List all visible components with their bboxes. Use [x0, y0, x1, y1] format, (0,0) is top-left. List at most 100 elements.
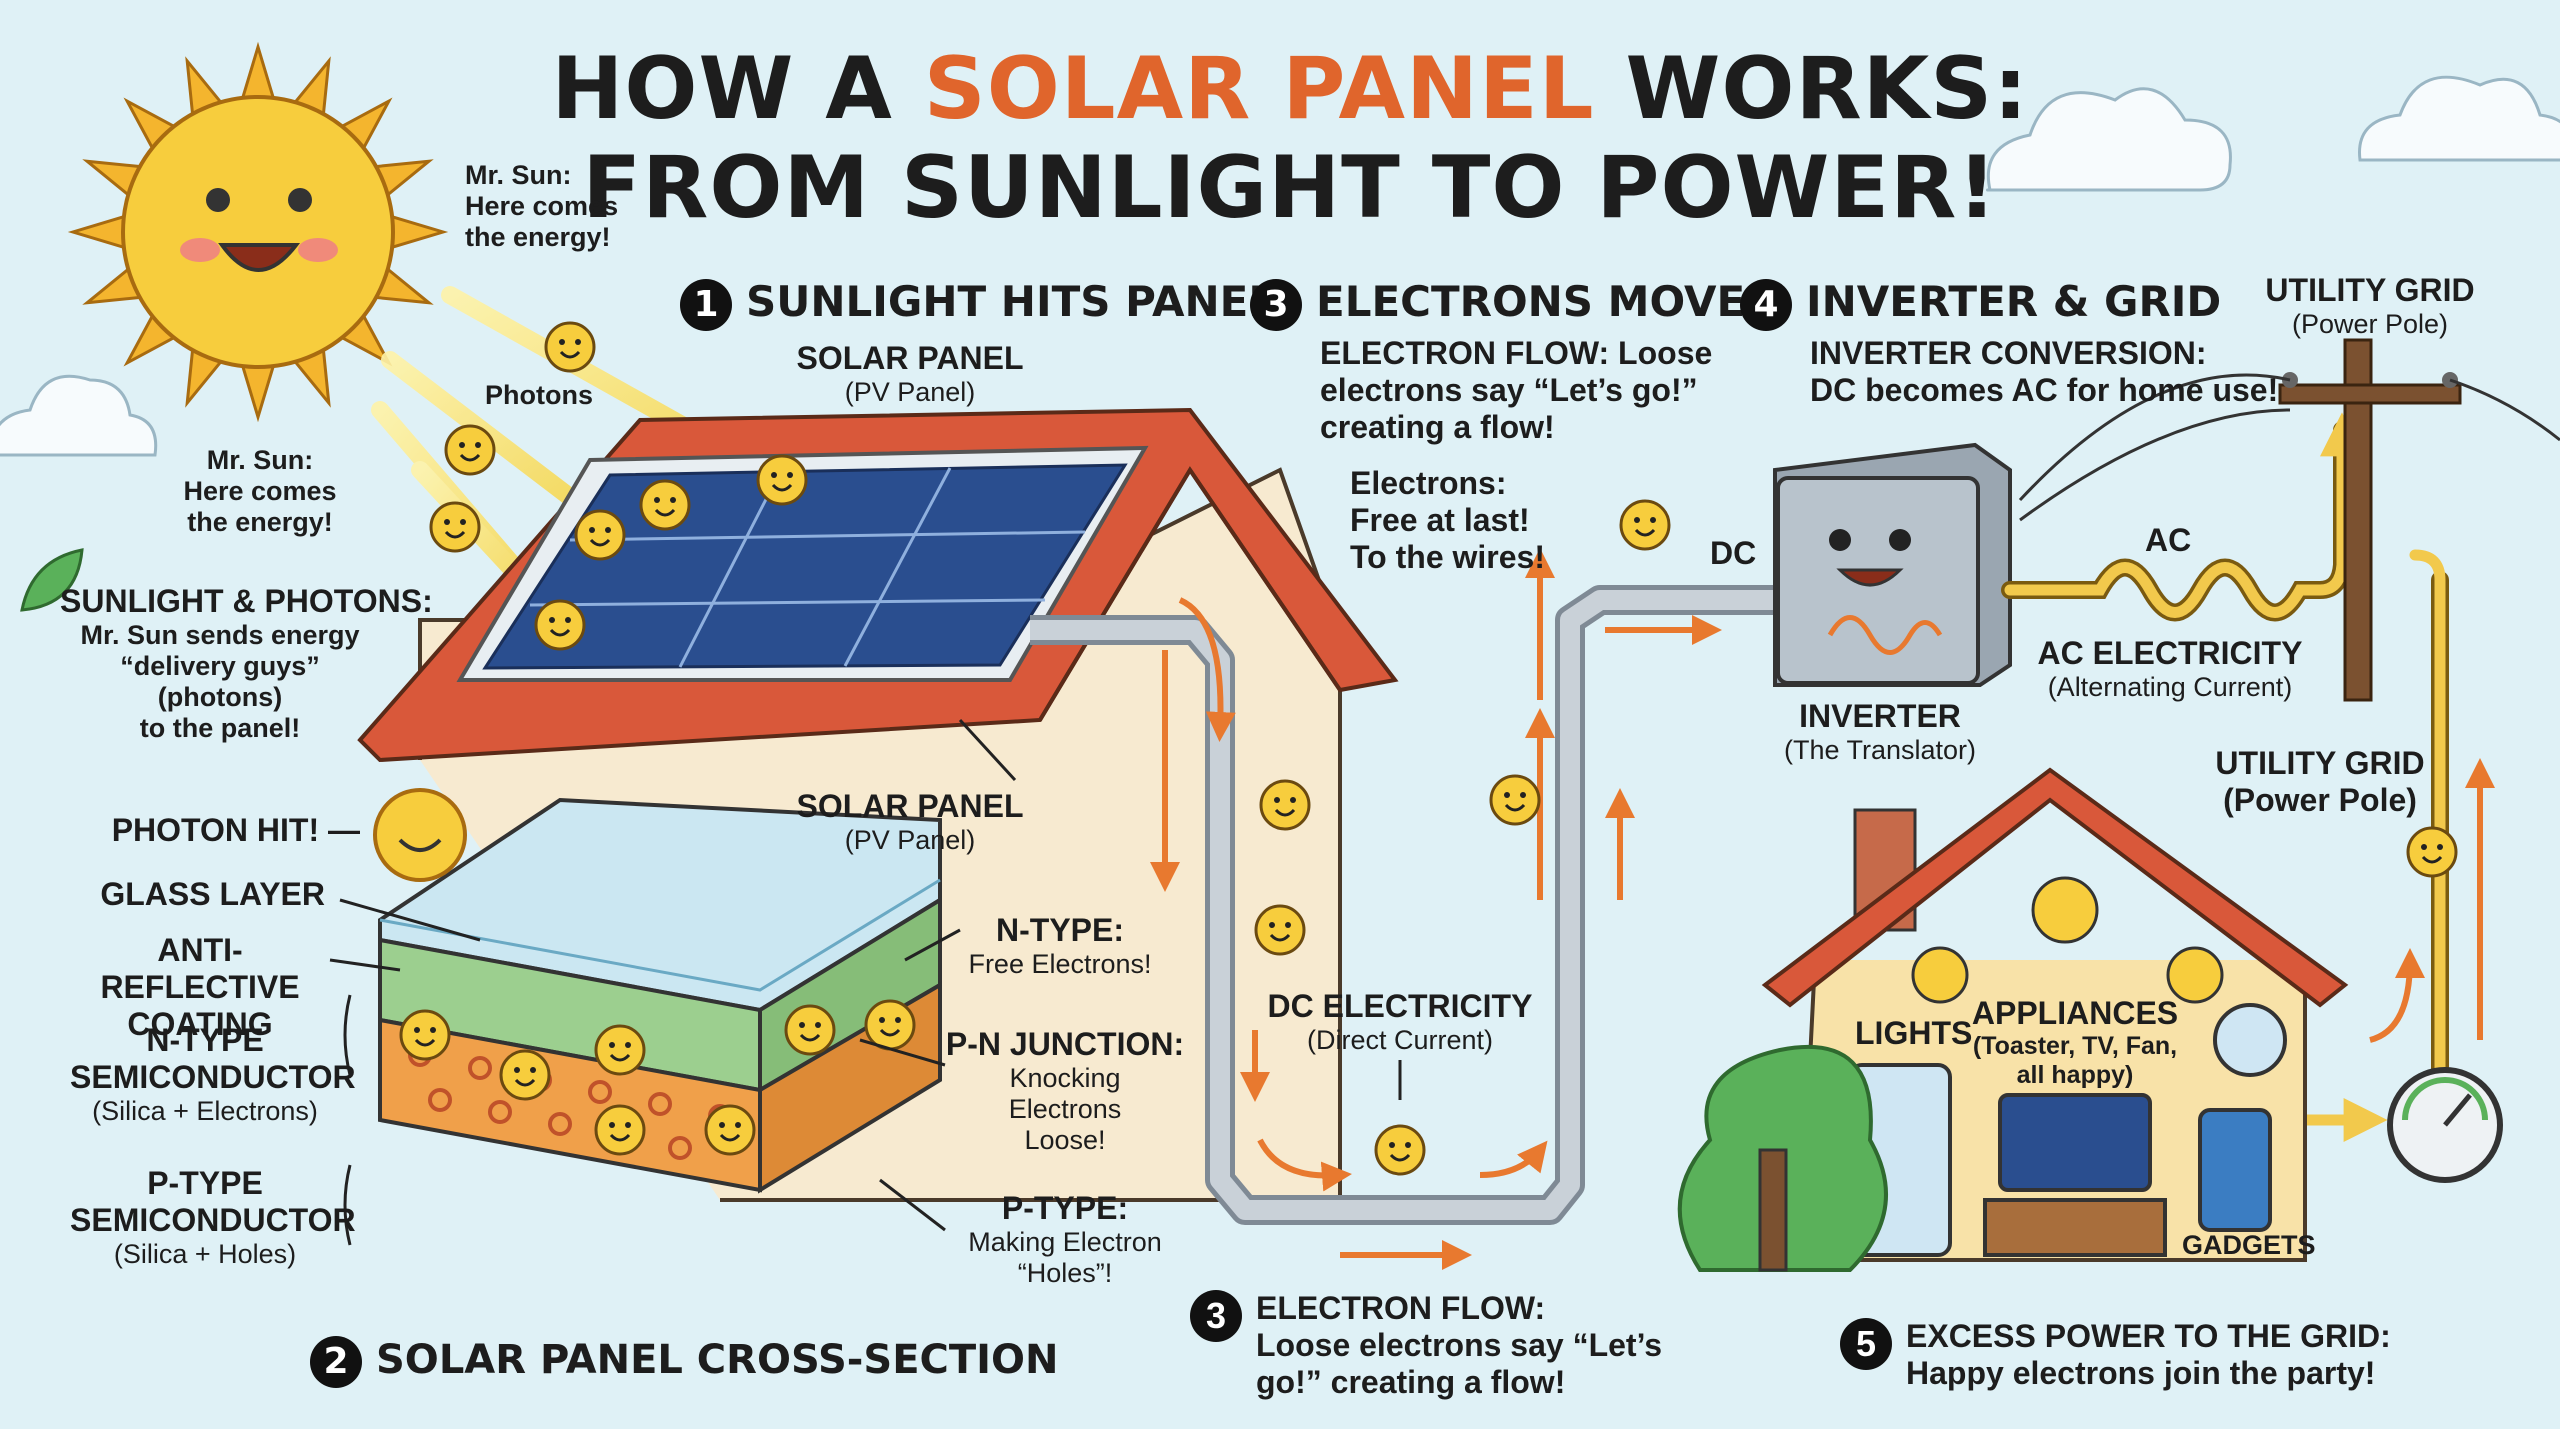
sun-speech: Mr. Sun: Here comes the energy! — [465, 160, 619, 253]
home-illustration — [1677, 767, 2349, 1272]
inverter-label: INVERTER (The Translator) — [1740, 698, 2020, 766]
n-type-semi-title: N-TYPE SEMICONDUCTOR — [70, 1022, 356, 1095]
electron-character-icon — [1259, 779, 1311, 831]
utility-pole — [2018, 338, 2560, 702]
solar-panel-label-2: SOLAR PANEL (PV Panel) — [760, 788, 1060, 856]
photons-label: Photons — [485, 380, 593, 410]
utility-grid-top-label: UTILITY GRID (Power Pole) — [2230, 272, 2510, 340]
step5: 5 EXCESS POWER TO THE GRID: Happy electr… — [1840, 1318, 2391, 1392]
appliances-label: APPLIANCES (Toaster, TV, Fan, all happy) — [1960, 995, 2190, 1089]
electron-character-icon — [1374, 1124, 1426, 1176]
utility-top-sub: (Power Pole) — [2291, 308, 2449, 339]
p-type-label: P-TYPE: Making Electron “Holes”! — [940, 1190, 1190, 1289]
electron-character-icon — [2406, 826, 2458, 878]
electron-character-icon — [429, 501, 481, 553]
step3-bottom: 3 ELECTRON FLOW: Loose electrons say “Le… — [1190, 1290, 1662, 1400]
ac-electricity-title: AC ELECTRICITY — [2037, 635, 2303, 671]
panel-label2-sub: (PV Panel) — [844, 824, 976, 855]
gadgets-label: GADGETS — [2182, 1230, 2316, 1260]
solar-panel-label: SOLAR PANEL (PV Panel) — [760, 340, 1060, 408]
page-title: HOW A SOLAR PANEL WORKS: FROM SUNLIGHT T… — [460, 40, 2120, 238]
utility-top-title: UTILITY GRID — [2265, 272, 2475, 308]
step3-number: 3 — [1250, 278, 1302, 331]
step3-heading: 3 ELECTRONS MOVE — [1250, 277, 1746, 331]
step2-number: 2 — [310, 1336, 362, 1388]
p-type-sub: Making Electron “Holes”! — [968, 1226, 1162, 1288]
sun-speech-2: Mr. Sun: Here comes the energy! — [183, 445, 337, 538]
sunlight-photons-title: SUNLIGHT & PHOTONS: — [60, 583, 433, 619]
meter-icon — [2387, 1067, 2503, 1183]
pn-junction-sub: Knocking Electrons Loose! — [1008, 1062, 1122, 1155]
step5-number: 5 — [1840, 1318, 1892, 1370]
leader-lines — [329, 718, 1402, 1246]
step1-label: SUNLIGHT HITS PANEL — [746, 277, 1276, 326]
electron-character-icon — [594, 1104, 646, 1156]
cloud-icon — [2358, 75, 2560, 162]
electron-character-icon — [399, 1009, 451, 1061]
dc-electricity-label: DC ELECTRICITY (Direct Current) — [1250, 988, 1550, 1056]
dc-electricity-title: DC ELECTRICITY — [1267, 988, 1533, 1024]
electron-character-icon — [756, 454, 808, 506]
dc-electricity-sub: (Direct Current) — [1306, 1024, 1494, 1055]
step3-bottom-number: 3 — [1190, 1290, 1242, 1342]
step4-label: INVERTER & GRID — [1806, 277, 2222, 326]
electron-character-icon — [1619, 499, 1671, 551]
lights-label: LIGHTS — [1855, 1015, 1973, 1051]
inverter-title: INVERTER — [1799, 698, 1961, 734]
n-type-title: N-TYPE: — [996, 912, 1124, 948]
step3-label: ELECTRONS MOVE — [1316, 277, 1746, 326]
electron-character-icon — [574, 509, 626, 561]
electron-character-icon — [499, 1049, 551, 1101]
step2-heading: 2 SOLAR PANEL CROSS-SECTION — [310, 1336, 1059, 1388]
step3-body: ELECTRON FLOW: Loose electrons say “Let’… — [1320, 335, 1713, 445]
inverter-box — [1773, 442, 2012, 687]
step5-label: EXCESS POWER TO THE GRID: — [1906, 1318, 2391, 1354]
electron-character-icon — [594, 1024, 646, 1076]
electron-flow-arrows — [1150, 548, 2495, 1270]
utility-grid-mid-label: UTILITY GRID (Power Pole) — [2190, 745, 2450, 819]
cloud-icon — [1986, 87, 2232, 192]
p-type-semi-title: P-TYPE SEMICONDUCTOR — [70, 1165, 356, 1238]
dc-label: DC — [1710, 535, 1757, 571]
photon-hit-label: PHOTON HIT! — — [111, 812, 360, 848]
step2-label: SOLAR PANEL CROSS-SECTION — [376, 1337, 1059, 1383]
photon-hit-sun-icon — [373, 788, 467, 882]
electron-character-icon — [864, 999, 916, 1051]
inverter-sub: (The Translator) — [1783, 734, 1977, 765]
title-part2: WORKS: — [1594, 39, 2029, 139]
n-type-sub: Free Electrons! — [968, 948, 1152, 979]
electrons-free-note: Electrons: Free at last! To the wires! — [1350, 465, 1545, 575]
title-highlight: SOLAR PANEL — [923, 39, 1595, 139]
dc-wire-pipe — [1030, 585, 1780, 1225]
electron-character-icon — [704, 1104, 756, 1156]
cloud-icon — [0, 374, 158, 457]
pn-junction-title: P-N JUNCTION: — [945, 1026, 1185, 1062]
electron-character-icon — [544, 321, 596, 373]
anti-reflective-label: ANTI-REFLECTIVE COATING — [100, 932, 300, 1042]
ac-electricity-sub: (Alternating Current) — [2047, 671, 2293, 702]
electron-character-icon — [639, 479, 691, 531]
p-type-semiconductor-label: P-TYPE SEMICONDUCTOR (Silica + Holes) — [70, 1165, 356, 1270]
leaf-icon — [20, 548, 84, 612]
utility-mid-sub: (Power Pole) — [2223, 781, 2417, 818]
ac-label: AC — [2145, 522, 2192, 558]
step5-body: Happy electrons join the party! — [1906, 1354, 2376, 1391]
solar-panel — [456, 445, 1149, 682]
panel-sub: (PV Panel) — [844, 376, 976, 407]
cross-section-block — [378, 797, 942, 1194]
electron-character-icon — [444, 424, 496, 476]
electron-character-icon — [784, 1004, 836, 1056]
step4-number: 4 — [1740, 278, 1792, 331]
p-type-semi-sub: (Silica + Holes) — [113, 1238, 297, 1269]
appliances-title: APPLIANCES — [1971, 995, 2179, 1031]
step4-heading: 4 INVERTER & GRID — [1740, 277, 2222, 331]
utility-mid-title: UTILITY GRID — [2215, 745, 2425, 781]
title-part1: HOW A — [551, 39, 924, 139]
electron-character-icon — [534, 599, 586, 651]
title-line2: FROM SUNLIGHT TO POWER! — [582, 137, 1998, 238]
ac-electricity-label: AC ELECTRICITY (Alternating Current) — [2020, 635, 2320, 703]
electron-character-icon — [1489, 774, 1541, 826]
panel-label2-title: SOLAR PANEL — [796, 788, 1024, 824]
